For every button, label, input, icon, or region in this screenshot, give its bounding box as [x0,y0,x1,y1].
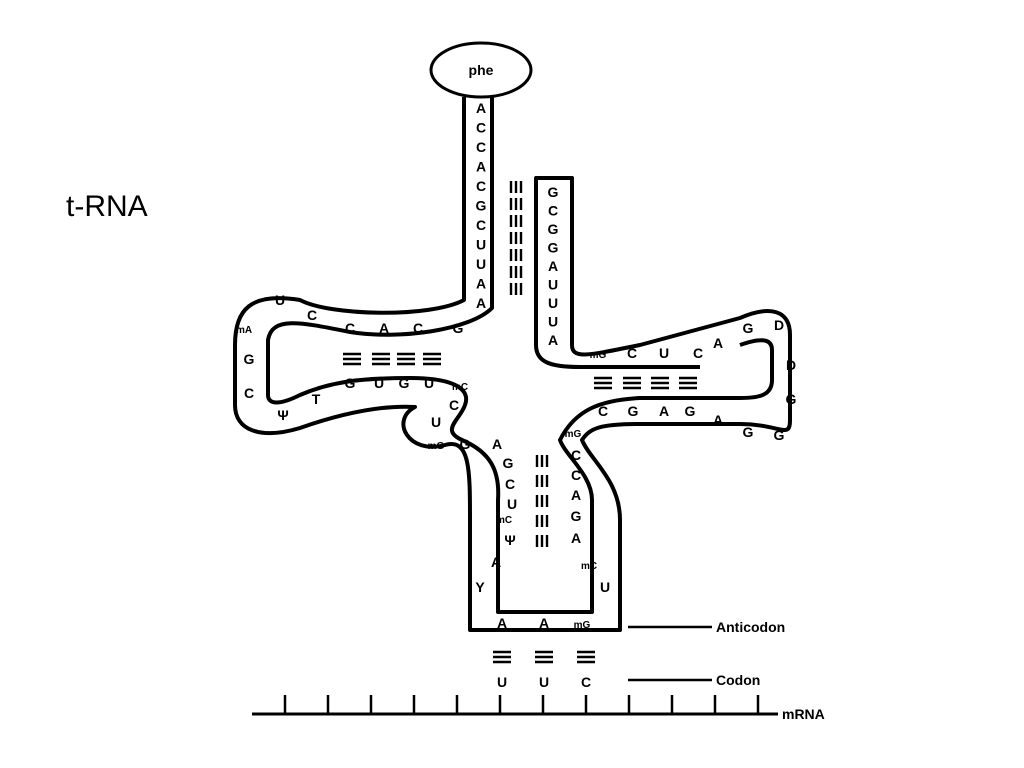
base: U [548,314,558,330]
base: G [548,221,559,237]
base: G [571,508,582,524]
base: C [307,307,317,323]
base: A [476,276,486,292]
base: U [539,674,549,690]
hydrogen-bonds [343,181,697,664]
base: U [548,295,558,311]
base: U [431,414,441,430]
base: A [492,436,502,452]
amino-acid-label: phe [469,62,494,78]
base: C [505,476,515,492]
base: C [345,320,355,336]
slide-title: t-RNA [66,190,148,223]
t-loop-tip: D G G G [743,357,797,443]
base: C [581,674,591,690]
base: G [399,375,410,391]
base: A [548,258,558,274]
base: G [685,403,696,419]
base: U [275,292,285,308]
base: A [476,100,486,116]
base: mG [574,620,591,631]
base: A [379,320,389,336]
base: U [476,256,486,272]
base: G [476,198,487,214]
base: A [659,403,669,419]
base: C [476,217,486,233]
base: D [786,357,796,373]
base: D [774,317,784,333]
codon-label: Codon [716,672,760,688]
base: mC [581,561,597,572]
base: C [548,203,558,219]
base: C [627,345,637,361]
base: A [571,487,581,503]
base: U [424,375,434,391]
base: C [476,120,486,136]
base: U [548,277,558,293]
base: Ψ [277,407,288,423]
base: Y [475,579,485,595]
base: C [476,139,486,155]
base: U [374,375,384,391]
base: mG [428,441,445,452]
base: mA [236,325,252,336]
mrna-ticks [283,695,760,714]
base: G [743,424,754,440]
base: Ψ [504,532,515,548]
base: U [600,579,610,595]
base: C [244,385,254,401]
base: G [628,403,639,419]
base: mC [452,382,468,393]
base: C [571,467,581,483]
base: G [548,240,559,256]
base: U [497,674,507,690]
base: U [476,237,486,253]
base: G [548,184,559,200]
base: C [413,320,423,336]
base: G [743,320,754,336]
trna-strand-inner [266,97,774,614]
mrna-label: mRNA [782,706,825,722]
base: mG [565,429,582,440]
base: A [713,412,723,428]
base: mC [496,515,512,526]
base: G [774,427,785,443]
base: C [693,345,703,361]
base: G [786,391,797,407]
base: A [476,159,486,175]
amino-acid-ellipse [429,41,533,99]
base: mG [590,350,607,361]
base: A [539,615,549,631]
base: A [497,615,507,631]
base: A [491,554,501,570]
base: A [713,335,723,351]
base: C [476,178,486,194]
base: A [571,530,581,546]
base: C [449,397,459,413]
base: G [453,320,464,336]
base: U [507,496,517,512]
base: G [460,436,471,452]
anticodon-label: Anticodon [716,619,785,635]
base: T [312,391,321,407]
base: G [244,351,255,367]
trna-strand-outer [233,97,792,632]
base: G [345,375,356,391]
base: A [548,332,558,348]
base: A [476,295,486,311]
base: C [598,403,608,419]
base: U [659,345,669,361]
base: G [503,455,514,471]
base: C [571,447,581,463]
